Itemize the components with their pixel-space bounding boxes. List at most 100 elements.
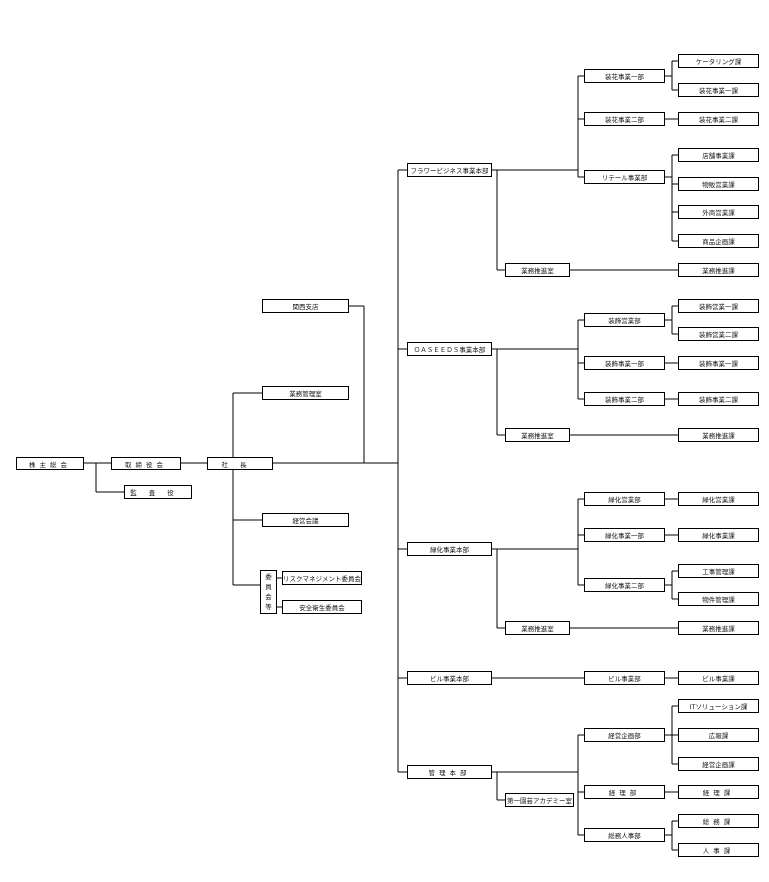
product-sec-box: 商品企画課 [678,234,759,248]
catering-sec-box: ケータリング課 [678,54,759,68]
box-label: ビル事業部 [608,675,641,683]
box-label: ITソリューション課 [689,703,748,711]
building-sec-box: ビル事業課 [678,671,759,685]
hr-sec-box: 人事課 [678,843,759,857]
box-label: 社長 [221,460,259,469]
green-div1-sec-box: 緑化事業課 [678,528,759,542]
academy-office-box: 第一園芸アカデミー室 [505,793,574,807]
committee-char: 等 [265,603,272,611]
auditors-box: 監査役 [124,485,192,499]
board-box: 取締役会 [111,457,181,470]
box-label: 総務課 [702,818,735,826]
box-label: 装飾営業部 [608,317,641,325]
box-label: 緑化事業本部 [430,546,469,554]
box-label: 総務人事部 [608,832,641,840]
retail-div-box: リテール事業部 [584,170,665,184]
deco-div2-box: 装飾事業二部 [584,392,665,406]
building-div-box: ビル事業部 [584,671,665,685]
green-sales-div-box: 緑化営業部 [584,492,665,506]
flower-hq-box: フラワービジネス事業本部 [407,163,492,177]
box-label: 業務管理室 [289,390,322,398]
deco-sales-sec2-box: 装飾営業二課 [678,327,759,341]
box-label: 経理部 [608,789,641,797]
box-label: 第一園芸アカデミー室 [507,797,572,805]
committee-char: 員 [265,583,272,591]
box-label: 装飾事業一課 [699,360,738,368]
risk-committee-box: リスクマネジメント委員会 [282,571,362,585]
flower-sec1-box: 装花事業一課 [678,83,759,97]
box-label: 工事管理課 [702,568,735,576]
box-label: 経営企画部 [608,732,641,740]
building-hq-box: ビル事業本部 [407,671,492,685]
box-label: 業務推進課 [702,267,735,275]
box-label: 人事課 [702,847,735,855]
business-mgmt-box: 業務管理室 [262,386,349,400]
box-label: 装花事業二課 [699,116,738,124]
box-label: 装飾営業二課 [699,331,738,339]
box-label: ＯＡＳＥＥＤＳ事業本部 [413,346,486,354]
box-label: 外商営業課 [702,209,735,217]
green-sales-sec-box: 緑化営業課 [678,492,759,506]
box-label: フラワービジネス事業本部 [410,167,489,175]
box-label: 関西支店 [292,303,319,311]
box-label: 物販営業課 [702,181,735,189]
flower-div1-box: 装花事業一部 [584,69,665,83]
green-hq-box: 緑化事業本部 [407,542,492,556]
box-label: 装飾営業一課 [699,303,738,311]
president-box: 社長 [207,457,273,470]
box-label: 取締役会 [125,460,167,469]
flower-promo-sec-box: 業務推進課 [678,263,759,277]
box-label: 業務推進課 [702,625,735,633]
oaseeds-hq-box: ＯＡＳＥＥＤＳ事業本部 [407,342,492,356]
kansai-branch-box: 関西支店 [262,299,349,313]
ga-hr-div-box: 総務人事部 [584,828,665,842]
box-label: 経営企画課 [702,761,735,769]
box-label: 装飾事業二課 [699,396,738,404]
planning-sec-box: 経営企画課 [678,757,759,771]
box-label: 装花事業一部 [605,73,644,81]
box-label: 緑化営業課 [702,496,735,504]
accounting-sec-box: 経理課 [678,785,759,799]
box-label: 装飾事業一部 [605,360,644,368]
box-label: 株主総会 [29,460,71,469]
box-label: 広報課 [708,732,729,740]
box-label: 装花事業二部 [605,116,644,124]
flower-sec2-box: 装花事業二課 [678,112,759,126]
committee-char: 委 [265,573,272,581]
box-label: 緑化事業二部 [605,582,644,590]
green-promo-office-box: 業務推進室 [505,621,570,635]
store-sec-box: 店舗事業課 [678,148,759,162]
it-sec-box: ITソリューション課 [678,699,759,713]
accounting-div-box: 経理部 [584,785,665,799]
box-label: 管理本部 [428,769,471,777]
box-label: 物件管理課 [702,596,735,604]
box-label: リテール事業部 [601,174,648,182]
safety-committee-box: 安全衛生委員会 [282,600,362,614]
box-label: 安全衛生委員会 [299,604,345,612]
deco-div1-sec-box: 装飾事業一課 [678,356,759,370]
flower-promo-office-box: 業務推進室 [505,263,570,277]
box-label: 監査役 [130,489,186,497]
committee-char: 会 [265,593,272,601]
box-label: 商品企画課 [702,238,735,246]
mgmt-meeting-box: 経営会議 [262,513,349,527]
ga-sec-box: 総務課 [678,814,759,828]
oaseeds-promo-sec-box: 業務推進課 [678,428,759,442]
outside-sec-box: 外商営業課 [678,205,759,219]
box-label: 業務推進室 [521,267,554,275]
box-label: 緑化事業一部 [605,532,644,540]
shareholders-meeting-box: 株主総会 [16,457,84,470]
box-label: ビル事業課 [702,675,735,683]
box-label: ビル事業本部 [430,675,469,683]
construction-sec-box: 工事管理課 [678,564,759,578]
green-div1-box: 緑化事業一部 [584,528,665,542]
deco-div2-sec-box: 装飾事業二課 [678,392,759,406]
oaseeds-promo-office-box: 業務推進室 [505,428,570,442]
property-sec-box: 物件管理課 [678,592,759,606]
deco-sales-div-box: 装飾営業部 [584,313,665,327]
box-label: 緑化営業部 [608,496,641,504]
box-label: 経理課 [702,789,735,797]
box-label: 業務推進室 [521,625,554,633]
